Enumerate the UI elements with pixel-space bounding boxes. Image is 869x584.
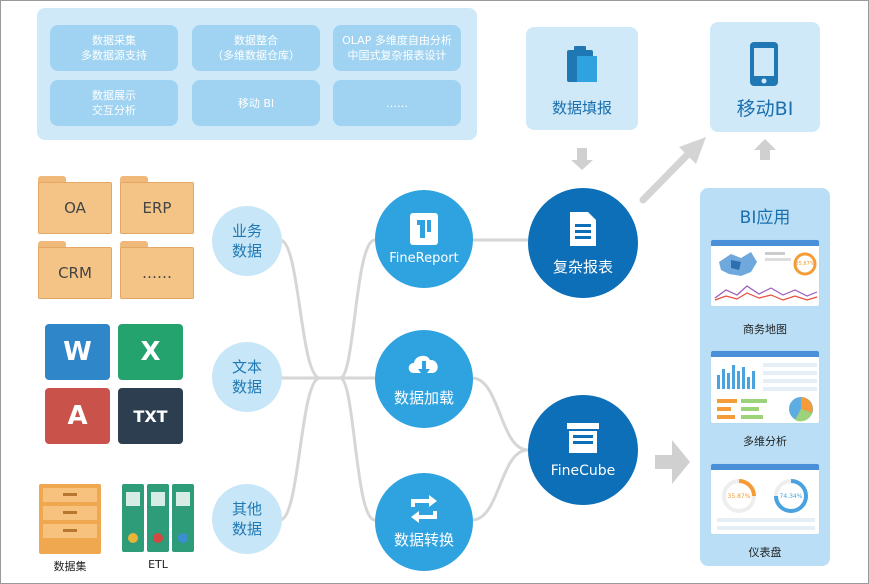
cloud-download-icon — [408, 355, 438, 377]
olap-dashboard-thumbnail — [711, 351, 819, 422]
complex-report-node: 复杂报表 — [528, 188, 638, 298]
finereport-logo-icon — [410, 213, 438, 245]
folder-crm-label: CRM — [58, 264, 92, 282]
cabinet-icon — [39, 484, 101, 554]
feature-olap: OLAP 多维度自由分析 中国式复杂报表设计 — [333, 25, 461, 71]
other-data-circle: 其他 数据 — [212, 484, 282, 554]
folder-oa-label: OA — [64, 199, 86, 217]
mobile-bi-label: 移动BI — [736, 98, 794, 120]
etl-label: ETL — [148, 558, 168, 571]
folder-more-label: …… — [142, 264, 172, 282]
excel-doc-icon: X — [118, 324, 183, 380]
feature-integrate: 数据整合 （多维数据仓库） — [192, 25, 320, 71]
data-convert-node: 数据转换 — [375, 473, 473, 571]
feature-mobile: 移动 BI — [192, 80, 320, 126]
bi-thumb-dashboard: 35.87% 74.34% — [710, 463, 820, 535]
word-doc-icon: W — [45, 324, 110, 380]
bi-app-panel: BI应用 35.87% 商务地图 — [700, 188, 830, 566]
smartphone-icon — [750, 42, 778, 86]
arrow-report-mobile-shaft — [639, 146, 696, 204]
arrow-fill-down — [571, 148, 593, 170]
data-convert-label: 数据转换 — [393, 530, 454, 549]
data-load-node: 数据加载 — [375, 330, 473, 428]
gauge-dashboard-thumbnail — [711, 464, 819, 530]
finecube-label: FineCube — [550, 463, 616, 479]
bi-app-title: BI应用 — [739, 208, 791, 228]
connector-to-convert — [339, 376, 376, 522]
arrow-report-mobile-head — [679, 137, 706, 164]
finecube-node: FineCube — [528, 395, 638, 505]
swap-arrows-icon — [411, 494, 437, 523]
clipboard-icon — [567, 46, 597, 82]
archive-box-icon — [567, 423, 599, 453]
connector-other — [279, 376, 321, 522]
data-load-label: 数据加载 — [393, 388, 454, 407]
mobile-bi-box: 移动BI — [710, 22, 820, 132]
folder-crm: CRM — [38, 241, 112, 299]
connector-load-cube — [471, 376, 529, 452]
binders-icon — [122, 484, 194, 552]
bi-label-map: 商务地图 — [743, 323, 787, 336]
bi-label-dashboard: 仪表盘 — [748, 546, 782, 559]
data-fill-label: 数据填报 — [551, 99, 612, 117]
map-kpi-value: 35.87% — [795, 261, 815, 267]
feature-collect: 数据采集 多数据源支持 — [50, 25, 178, 71]
bi-thumb-map: 35.87% — [710, 239, 820, 307]
complex-report-label: 复杂报表 — [552, 257, 613, 276]
data-fill-box: 数据填报 — [526, 27, 638, 130]
connector-to-finereport — [320, 238, 376, 380]
folder-oa: OA — [38, 176, 112, 234]
access-doc-icon: A — [45, 388, 110, 444]
folder-erp: ERP — [120, 176, 194, 234]
finereport-label: FineReport — [389, 251, 459, 266]
business-data-circle: 业务 数据 — [212, 206, 282, 276]
connector-convert-cube — [471, 448, 529, 522]
folder-erp-label: ERP — [142, 199, 172, 217]
txt-doc-icon: TXT — [118, 388, 183, 444]
folder-more: …… — [120, 241, 194, 299]
map-dashboard-thumbnail — [711, 240, 819, 301]
arrow-mobile-up — [754, 139, 776, 160]
feature-display: 数据展示 交互分析 — [50, 80, 178, 126]
text-data-circle: 文本 数据 — [212, 342, 282, 412]
bi-label-olap: 多维分析 — [743, 435, 787, 448]
finereport-node: FineReport — [375, 190, 473, 288]
document-icon — [570, 211, 596, 246]
dashboard-kpi-1: 35.87% — [727, 493, 751, 500]
dashboard-kpi-2: 74.34% — [779, 493, 803, 500]
connector-business — [279, 238, 321, 380]
arrow-to-bi — [655, 440, 690, 484]
feature-more: …… — [333, 80, 461, 126]
bi-thumb-olap — [710, 350, 820, 424]
dataset-label: 数据集 — [53, 560, 87, 573]
